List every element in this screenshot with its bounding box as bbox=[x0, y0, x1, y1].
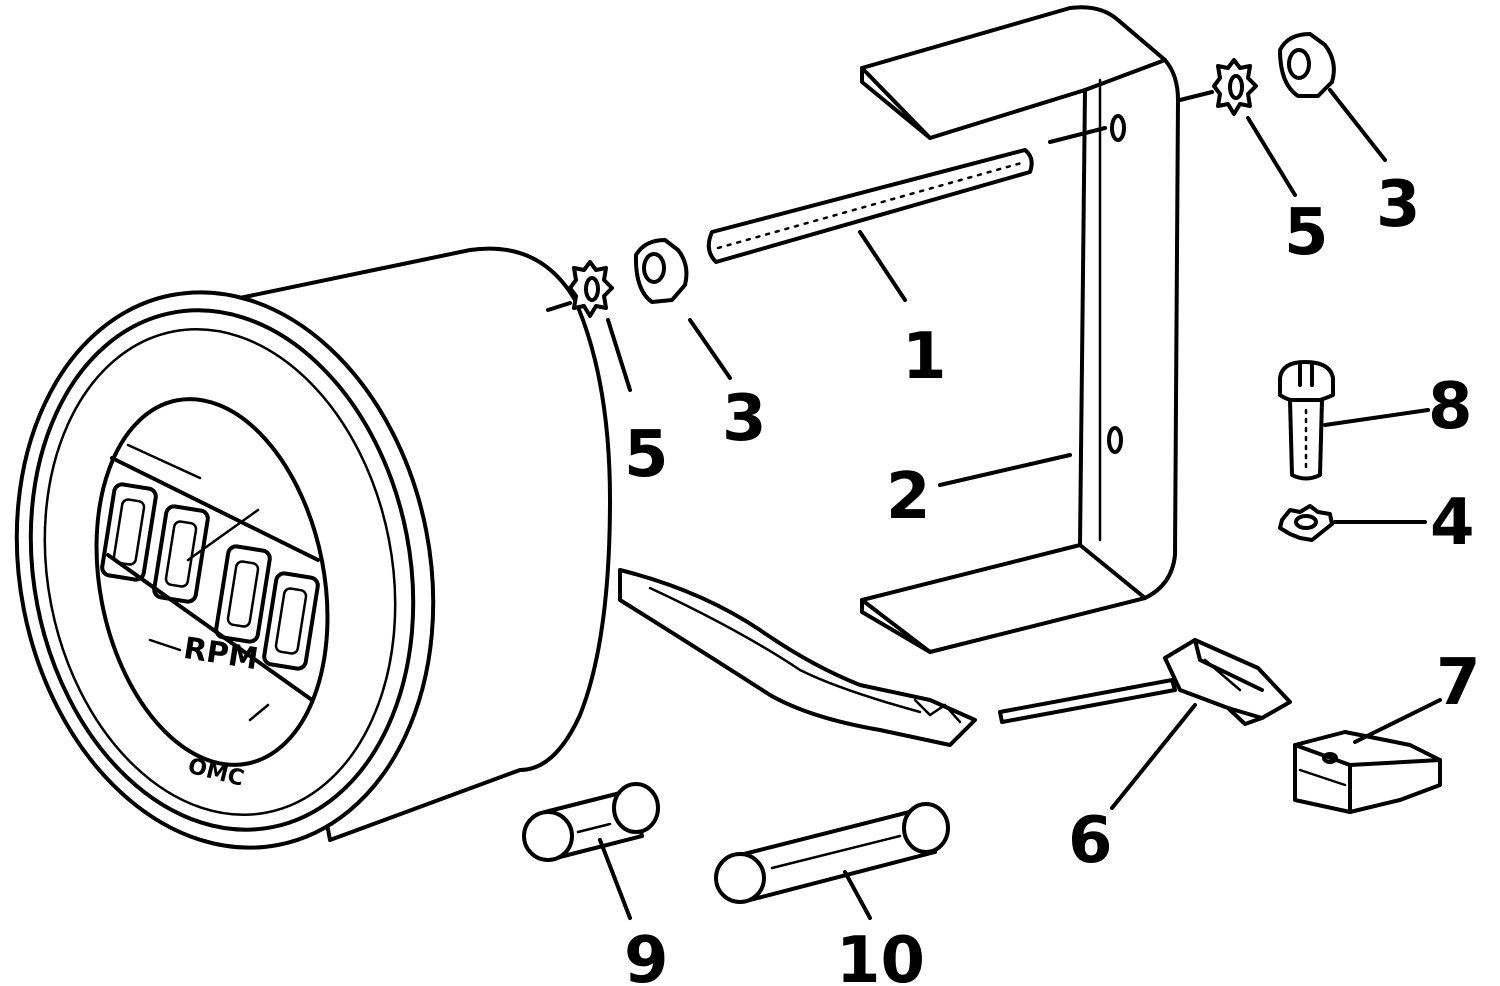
callout-3-right: 3 bbox=[1376, 168, 1421, 242]
mounting-bracket bbox=[860, 5, 1180, 654]
gauge-digit-windows bbox=[100, 482, 320, 671]
hex-nut-left bbox=[633, 238, 689, 304]
callout-6: 6 bbox=[1068, 804, 1113, 878]
callout-1: 1 bbox=[902, 320, 947, 394]
callout-10: 10 bbox=[836, 924, 925, 986]
bracket-hole-top bbox=[1110, 114, 1126, 142]
lock-washer-left bbox=[546, 260, 614, 318]
lock-washer-right bbox=[1178, 58, 1258, 116]
callout-8: 8 bbox=[1428, 370, 1473, 444]
bracket-hole-bottom bbox=[1107, 426, 1123, 454]
callout-labels: 1 2 3 3 4 5 5 6 7 8 9 10 bbox=[624, 168, 1481, 986]
spring-clip bbox=[1293, 730, 1442, 814]
tachometer-gauge: RPM OMC bbox=[14, 246, 977, 850]
callout-4: 4 bbox=[1430, 486, 1475, 560]
slotted-screw bbox=[1278, 360, 1335, 481]
callout-9: 9 bbox=[624, 924, 669, 986]
callout-7: 7 bbox=[1436, 646, 1481, 720]
callout-3-left: 3 bbox=[722, 382, 767, 456]
callout-2: 2 bbox=[886, 460, 931, 534]
fuse-long bbox=[714, 802, 950, 904]
gauge-bezel-ring bbox=[28, 308, 416, 832]
callout-5-left: 5 bbox=[624, 418, 669, 492]
hex-nut-right bbox=[1278, 32, 1336, 98]
fuse-short bbox=[522, 782, 660, 862]
callout-5-right: 5 bbox=[1284, 196, 1329, 270]
leader-lines bbox=[598, 88, 1442, 920]
gauge-display-band bbox=[110, 456, 320, 562]
terminal-connector bbox=[998, 638, 1292, 726]
lock-washer-small bbox=[1278, 504, 1334, 542]
gauge-face bbox=[94, 397, 330, 767]
threaded-stud bbox=[706, 126, 1107, 264]
